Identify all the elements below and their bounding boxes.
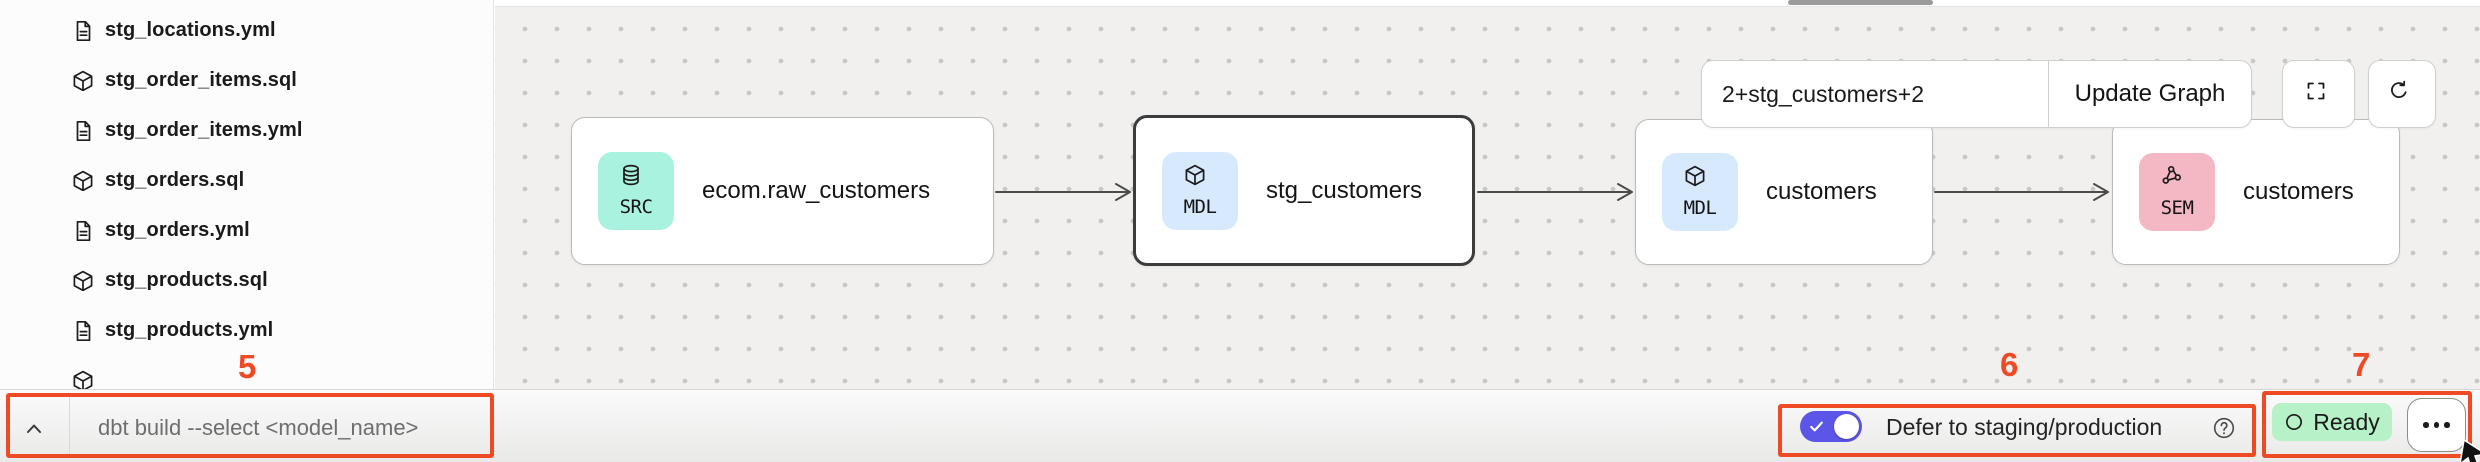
circle-icon	[2286, 414, 2303, 430]
file-icon	[76, 120, 91, 141]
chevron-up-icon	[27, 424, 41, 433]
badge-label: MDL	[1683, 197, 1717, 220]
cube-icon	[73, 270, 93, 291]
update-graph-button[interactable]: Update Graph	[2048, 61, 2251, 127]
file-item-stg-orders-yml[interactable]: stg_orders.yml	[0, 205, 493, 255]
file-item-partial[interactable]	[0, 355, 493, 389]
file-name: stg_products.yml	[105, 318, 274, 341]
badge-label: SEM	[2160, 197, 2194, 220]
node-title: customers	[1766, 178, 1877, 205]
ellipsis-icon	[2423, 422, 2429, 428]
source-badge: SRC	[598, 152, 674, 230]
horizontal-scrollbar-thumb[interactable]	[1788, 0, 1933, 5]
cube-icon	[73, 70, 93, 91]
cube-icon	[1685, 165, 1705, 187]
file-name: stg_locations.yml	[105, 18, 276, 41]
file-item-stg-orders-sql[interactable]: stg_orders.sql	[0, 155, 493, 205]
node-title: stg_customers	[1266, 176, 1423, 204]
status-label: Ready	[2313, 408, 2380, 435]
command-bar-collapse-button[interactable]	[18, 414, 50, 444]
file-icon	[76, 220, 91, 241]
lineage-node-customers-model[interactable]: MDL customers	[1635, 119, 1933, 265]
semantic-icon	[2162, 166, 2182, 184]
check-icon	[1810, 421, 1823, 432]
file-item-stg-locations-yml[interactable]: stg_locations.yml	[0, 5, 493, 55]
model-badge: MDL	[1162, 151, 1238, 230]
file-name: stg_orders.sql	[105, 168, 245, 191]
file-explorer: stg_locations.yml stg_order_items.sql st…	[0, 0, 494, 389]
lineage-node-customers-semantic[interactable]: SEM customers	[2112, 119, 2400, 265]
node-title: customers	[2243, 178, 2354, 205]
badge-label: MDL	[1183, 195, 1217, 218]
refresh-button[interactable]	[2368, 60, 2436, 128]
file-item-stg-order-items-sql[interactable]: stg_order_items.sql	[0, 55, 493, 105]
file-item-stg-products-yml[interactable]: stg_products.yml	[0, 305, 493, 355]
node-title: ecom.raw_customers	[702, 177, 931, 204]
semantic-badge: SEM	[2139, 153, 2215, 231]
dbt-command-input[interactable]	[98, 404, 488, 452]
refresh-icon	[2391, 80, 2407, 99]
graph-selector-group: Update Graph	[1701, 60, 2252, 128]
file-item-stg-order-items-yml[interactable]: stg_order_items.yml	[0, 105, 493, 155]
graph-selector-input[interactable]	[1702, 61, 2048, 127]
file-name: stg_orders.yml	[105, 218, 250, 241]
expand-icon	[2307, 82, 2324, 100]
cube-icon	[1185, 164, 1205, 185]
cube-icon	[73, 170, 93, 191]
database-icon	[623, 164, 639, 186]
divider	[69, 396, 70, 456]
defer-toggle[interactable]	[1800, 411, 1862, 442]
toggle-knob	[1834, 414, 1859, 439]
status-badge[interactable]: Ready	[2272, 403, 2392, 441]
help-circle-icon[interactable]	[2212, 416, 2236, 440]
lineage-node-ecom-raw-customers[interactable]: SRC ecom.raw_customers	[571, 117, 994, 265]
cube-icon	[73, 370, 93, 389]
file-name: stg_order_items.sql	[105, 68, 297, 91]
lineage-node-stg-customers[interactable]: MDL stg_customers	[1133, 115, 1475, 266]
badge-label: SRC	[619, 196, 653, 219]
defer-label: Defer to staging/production	[1886, 414, 2163, 440]
file-icon	[76, 20, 91, 41]
fullscreen-button[interactable]	[2282, 60, 2355, 128]
more-options-button[interactable]	[2407, 398, 2466, 452]
file-icon	[76, 320, 91, 341]
file-name: stg_order_items.yml	[105, 118, 303, 141]
file-item-stg-products-sql[interactable]: stg_products.sql	[0, 255, 493, 305]
model-badge: MDL	[1662, 153, 1738, 231]
file-name: stg_products.sql	[105, 268, 268, 291]
